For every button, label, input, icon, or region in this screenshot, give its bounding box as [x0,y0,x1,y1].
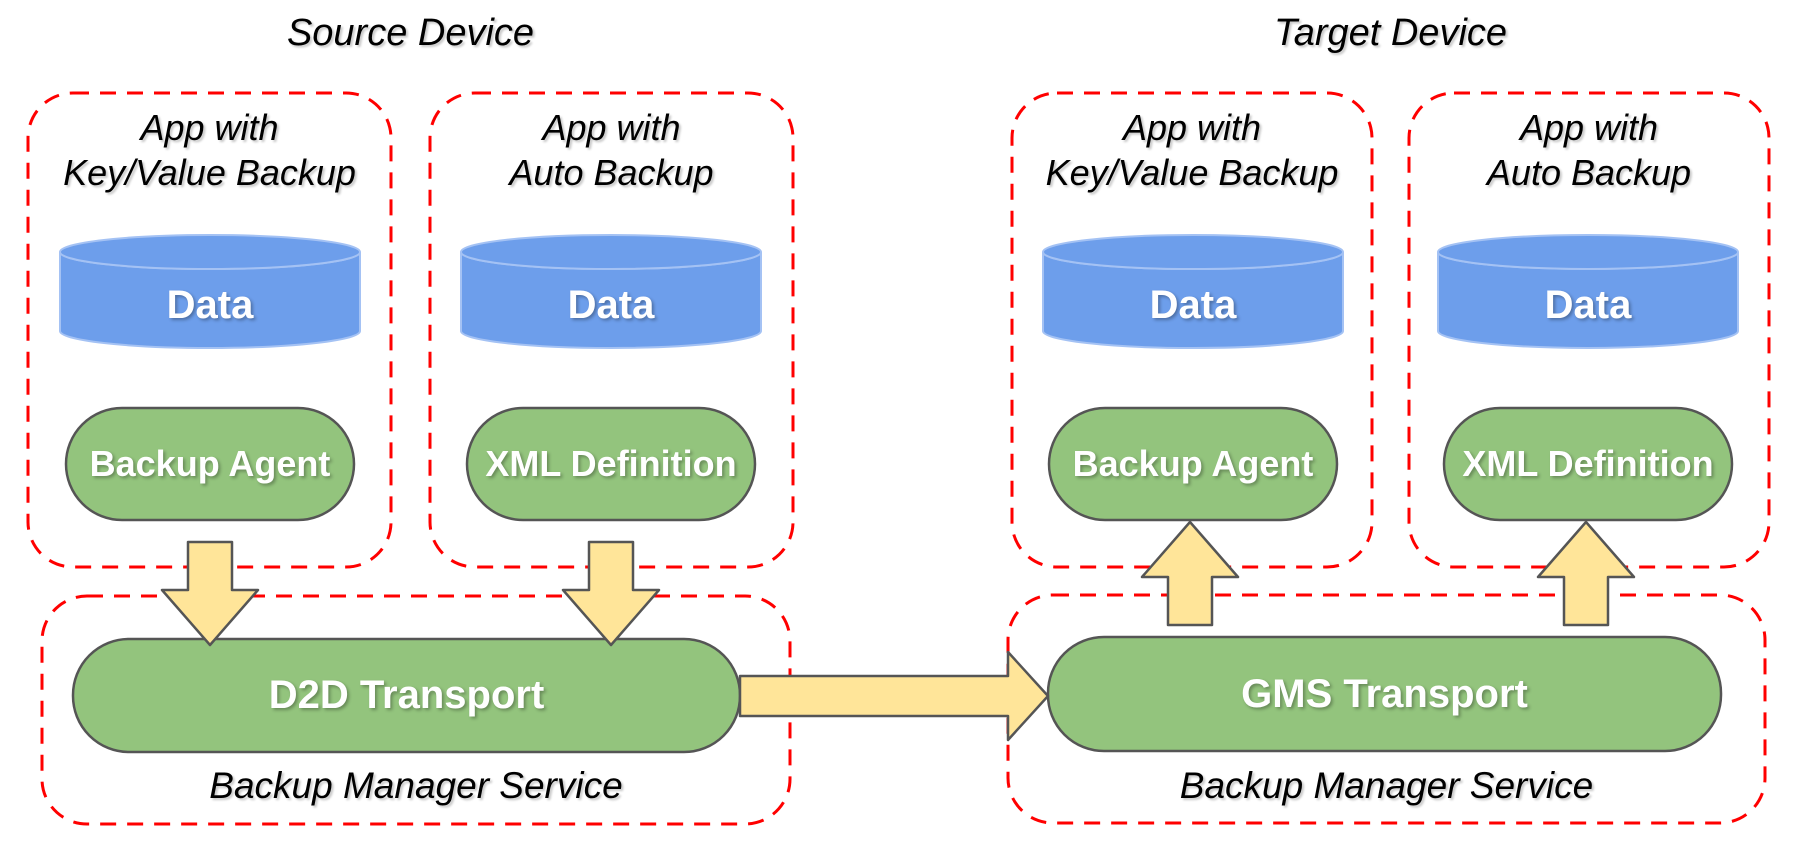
source-auto-data-label: Data [567,282,655,327]
arrow-up-gms-to-xml-definition-icon [1536,520,1636,627]
target-app-auto-title-line1: App with [1519,107,1659,148]
target-xml-definition-pill [1442,406,1734,522]
source-keyvalue-data-label: Data [166,282,254,327]
gms-transport-pill [1046,635,1723,753]
arrow-down-xml-definition-to-d2d-icon [561,540,661,647]
source-app-auto-title-line1: App with [542,107,681,148]
source-app-keyvalue-title: App with Key/Value Backup [28,104,391,196]
target-auto-data-cylinder [1437,234,1739,349]
target-backup-agent-pill [1047,406,1339,522]
source-app-auto-box [428,91,795,569]
target-app-keyvalue-title-line1: App with [1122,107,1262,148]
target-app-keyvalue-title-line2: Key/Value Backup [1045,152,1339,193]
target-xml-definition-label: XML Definition [1462,443,1714,484]
source-backup-agent-label: Backup Agent [89,443,331,484]
source-backup-agent-pill [64,406,356,522]
target-backup-manager-label: Backup Manager Service [1179,765,1594,806]
target-keyvalue-data-label: Data [1149,282,1237,327]
source-app-keyvalue-title-line1: App with [140,107,279,148]
source-app-auto-title: App with Auto Backup [430,104,793,196]
source-auto-data-cylinder [460,234,762,349]
source-device-title: Source Device [286,11,535,54]
source-app-keyvalue-box [26,91,393,569]
source-xml-definition-pill [465,406,757,522]
d2d-transport-label: D2D Transport [268,673,545,717]
source-keyvalue-data-cylinder [59,234,361,349]
source-xml-definition-label: XML Definition [485,443,737,484]
target-keyvalue-data-cylinder [1042,234,1344,349]
source-app-keyvalue-title-line2: Key/Value Backup [63,152,356,193]
source-backup-manager-label: Backup Manager Service [209,765,623,806]
arrow-right-d2d-to-gms-icon [738,650,1050,742]
source-app-auto-title-line2: Auto Backup [509,152,714,193]
target-app-auto-title: App with Auto Backup [1409,104,1769,196]
target-auto-data-label: Data [1544,282,1632,327]
gms-transport-label: GMS Transport [1241,671,1528,716]
arrow-down-backup-agent-to-d2d-icon [160,540,260,647]
target-app-keyvalue-title: App with Key/Value Backup [1012,104,1372,196]
target-app-auto-title-line2: Auto Backup [1486,152,1692,193]
target-device-title: Target Device [1273,11,1508,54]
target-backup-agent-label: Backup Agent [1072,443,1314,484]
arrow-up-gms-to-backup-agent-icon [1140,520,1240,627]
target-backup-manager-box [1006,593,1767,825]
